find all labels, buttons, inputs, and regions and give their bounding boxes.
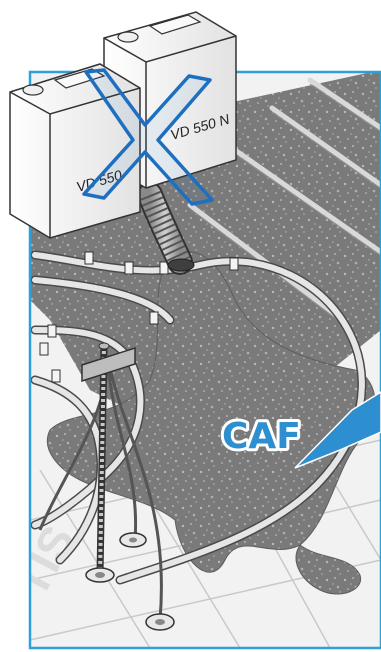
caf-label: CAF [222, 416, 301, 457]
